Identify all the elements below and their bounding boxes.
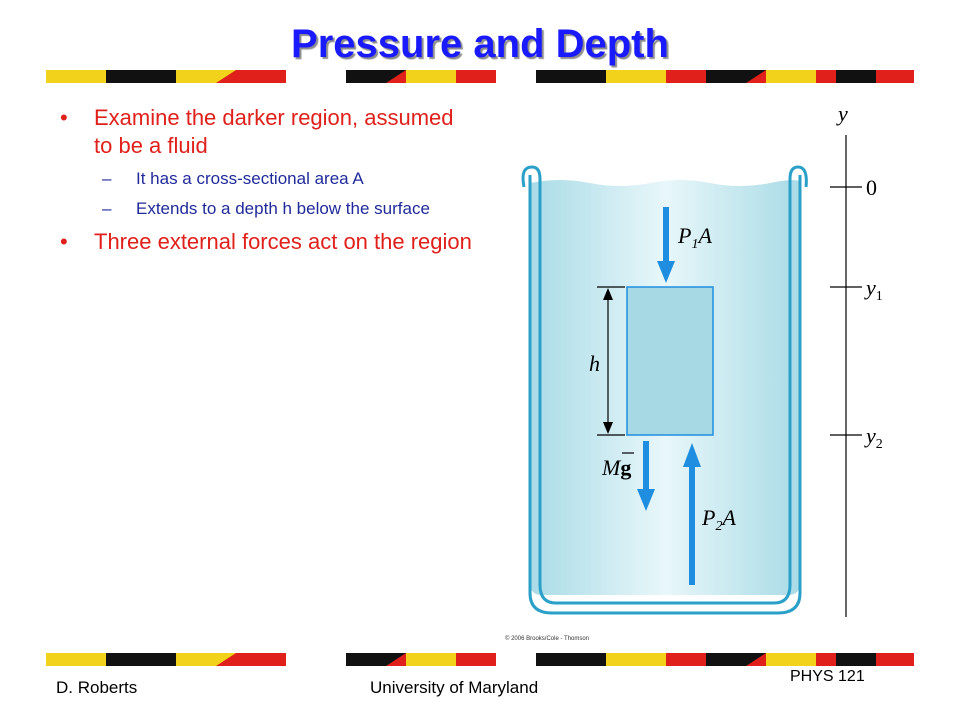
sub-bullet-item: It has a cross-sectional area A <box>94 168 476 190</box>
force-p1a-arrow-head <box>657 261 675 283</box>
height-arrow-up <box>603 288 613 300</box>
maryland-banner-top <box>46 70 914 83</box>
beaker-inner-wall <box>521 165 808 605</box>
force-p2a-label: P2A <box>701 505 736 534</box>
height-label: h <box>589 351 600 376</box>
fluid-region <box>626 286 714 436</box>
pressure-depth-diagram: h P1A Mg P2A y 0 y1 y2 <box>521 101 883 617</box>
sub-bullet-item: Extends to a depth h below the surface <box>94 198 476 220</box>
footer-author: D. Roberts <box>56 678 138 697</box>
maryland-banner-bottom <box>46 653 914 666</box>
tick-y2-label: y2 <box>864 423 883 452</box>
slide-title: Pressure and Depth <box>291 22 669 66</box>
weight-label: Mg <box>601 455 631 480</box>
height-arrow-down <box>603 422 613 434</box>
bullet-item: Examine the darker region, assumed to be… <box>56 104 476 160</box>
tick-zero-label: 0 <box>866 175 877 200</box>
bullet-item: Three external forces act on the region <box>56 228 476 256</box>
beaker-outer-wall <box>528 175 802 615</box>
force-p1a-label: P1A <box>677 223 712 252</box>
footer-institution: University of Maryland <box>370 678 539 697</box>
force-p2a-arrow-head <box>683 443 701 467</box>
weight-arrow-head <box>637 489 655 511</box>
bullet-list: Examine the darker region, assumed to be… <box>56 104 476 264</box>
footer-course: PHYS 121 <box>790 668 865 685</box>
copyright-note: © 2006 Brooks/Cole - Thomson <box>505 636 590 642</box>
y-axis-label: y <box>836 101 848 126</box>
tick-y1-label: y1 <box>864 275 883 304</box>
